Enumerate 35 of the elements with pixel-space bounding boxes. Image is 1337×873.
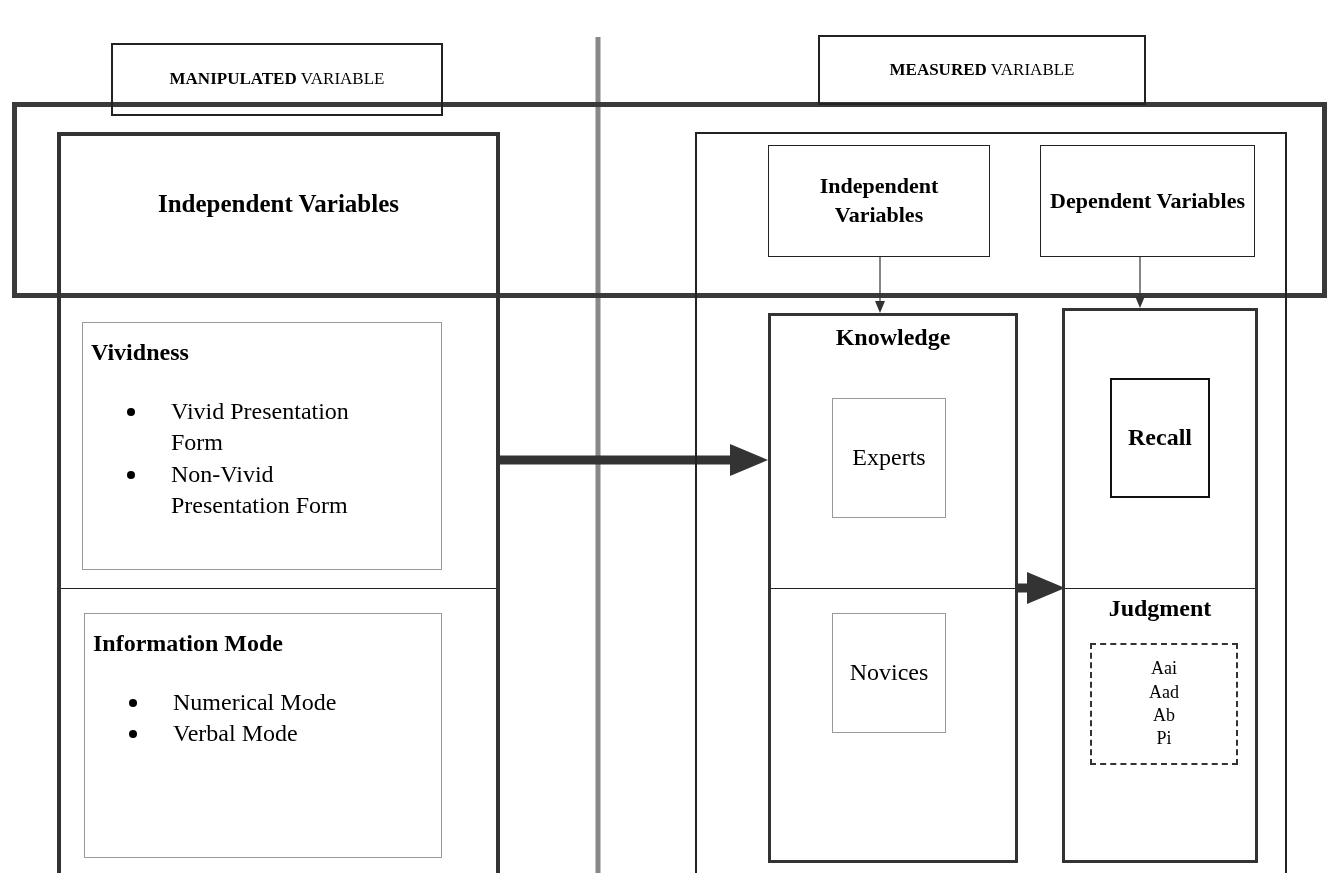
group-box [832, 398, 946, 518]
factor-box [82, 322, 442, 570]
bullet-item: Verbal Mode [173, 719, 299, 749]
group-box [832, 613, 946, 733]
label-text: Novices [849, 658, 929, 688]
section-heading: Information Mode [93, 630, 283, 656]
label-text: Aai Aad Ab Pi [1148, 657, 1180, 751]
heading-text: Dependent Variables [1050, 186, 1245, 215]
variable-column [57, 132, 500, 873]
knowledge-column [768, 313, 1018, 863]
variable-type-box [818, 35, 1146, 105]
arrow [1135, 256, 1145, 308]
recall-box [1110, 378, 1210, 498]
bullet-item: Numerical Mode [173, 688, 338, 718]
measured-frame [695, 132, 1287, 873]
variable-type-box [111, 43, 443, 116]
section-heading: Vividness [91, 339, 189, 365]
label-text: Experts [852, 443, 926, 473]
heading-text: Knowledge [835, 323, 951, 352]
heading-text: Independent Variables [157, 189, 399, 219]
measures-box [1090, 643, 1238, 765]
label-text: MEASURED VARIABLE [889, 58, 1075, 81]
arrow [875, 256, 885, 313]
bullet-item: Non-Vivid Presentation Form [171, 459, 349, 520]
variable-box [768, 145, 990, 257]
heading-text: Independent Variables [818, 172, 940, 229]
arrow [1018, 572, 1065, 604]
heading-text: Judgment [1108, 594, 1212, 623]
heading-text: Recall [1128, 423, 1192, 453]
outcome-column [1062, 308, 1258, 863]
variable-box [1040, 145, 1255, 257]
bullet-item: Vivid Presentation Form [171, 397, 350, 458]
factor-box [84, 613, 442, 858]
arrow [500, 444, 768, 476]
label-text: MANIPULATED VARIABLE [169, 68, 385, 91]
